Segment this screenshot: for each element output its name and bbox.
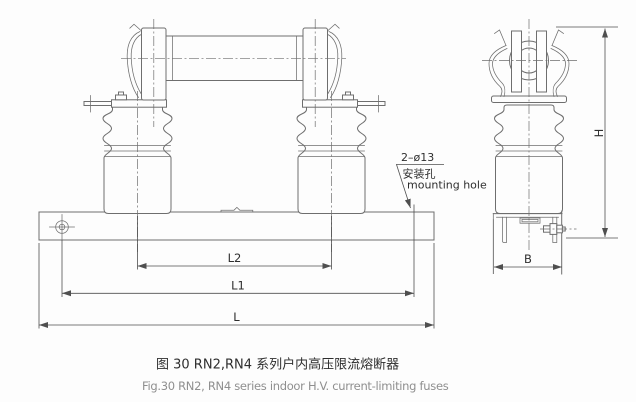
caption-zh: 图 30 RN2,RN4 系列户内高压限流熔断器 bbox=[156, 357, 399, 373]
clip-tip bbox=[551, 29, 565, 46]
figure-caption: 图 30 RN2,RN4 系列户内高压限流熔断器 Fig.30 RN2, RN4… bbox=[142, 357, 449, 394]
base-plate bbox=[38, 211, 435, 241]
clip-arm-outer bbox=[551, 45, 570, 98]
dimension-l1: L1 bbox=[61, 204, 415, 297]
dimension-l1-label: L1 bbox=[231, 279, 245, 293]
clip-arm-outer bbox=[488, 45, 507, 98]
callout-leader-line bbox=[396, 164, 411, 209]
dimension-h: H bbox=[556, 26, 618, 239]
mounting-bracket bbox=[492, 210, 577, 275]
bracket-slot bbox=[519, 217, 541, 224]
caption-en: Fig.30 RN2, RN4 series indoor H.V. curre… bbox=[142, 379, 449, 393]
dimension-b: B bbox=[492, 219, 562, 274]
bracket-slot-inner bbox=[521, 219, 539, 223]
mounting-hole-icon bbox=[49, 214, 75, 240]
dimension-l: L bbox=[38, 243, 435, 329]
callout-en-text: mounting hole bbox=[407, 179, 487, 192]
plate-center-tab bbox=[220, 206, 254, 213]
bracket-left-leg bbox=[502, 216, 507, 243]
mounting-hole-callout: 2–ø13 安装孔 mounting hole bbox=[396, 151, 487, 209]
clip-finger bbox=[511, 30, 522, 93]
fuse-tube bbox=[121, 35, 346, 81]
clip-tip bbox=[493, 29, 507, 46]
callout-spec-text: 2–ø13 bbox=[401, 151, 434, 164]
dimension-l2-label: L2 bbox=[228, 251, 242, 265]
dimension-h-label: H bbox=[592, 129, 606, 138]
clip-arm-inner bbox=[550, 48, 566, 97]
dimension-l-label: L bbox=[233, 310, 240, 324]
dimensions: L2 L1 L B H bbox=[38, 26, 618, 329]
dimension-b-label: B bbox=[524, 252, 532, 266]
dimension-l2: L2 bbox=[137, 216, 332, 270]
clip-finger bbox=[536, 30, 547, 93]
front-view bbox=[38, 18, 435, 252]
clip-arm-inner bbox=[492, 48, 508, 97]
side-view bbox=[482, 19, 577, 275]
callout-zh-text: 安装孔 bbox=[403, 167, 436, 181]
